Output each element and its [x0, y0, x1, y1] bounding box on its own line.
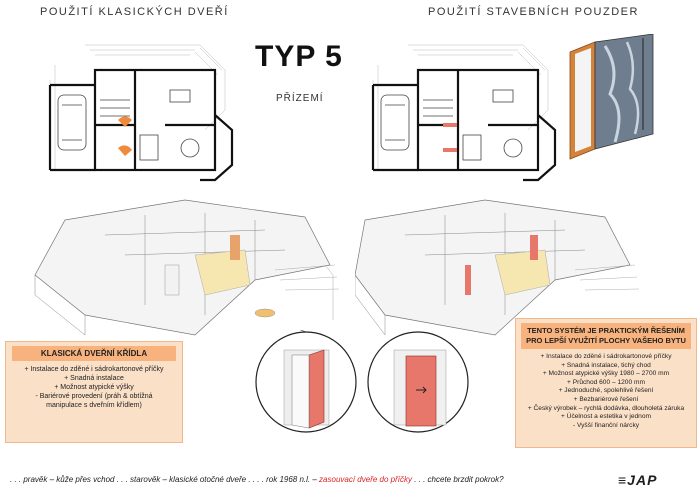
pocket-system-title-line2: PRO LEPŠÍ VYUŽITÍ PLOCHY VAŠEHO BYTU: [526, 336, 686, 345]
classic-doors-info-box: KLASICKÁ DVEŘNÍ KŘÍDLA + Instalace do zd…: [5, 341, 183, 443]
right-floor-plan: [371, 44, 557, 182]
classic-doors-item: + Možnost atypické výšky: [54, 384, 134, 391]
pocket-system-item: + Snadná instalace, tichý chod: [561, 361, 651, 369]
pocket-door-marker-1: [443, 123, 457, 127]
classic-doors-item: + Instalace do zděné i sádrokartonové př…: [24, 366, 164, 373]
pocket-system-item: + Průchod 600 – 1200 mm: [567, 378, 645, 386]
classic-doors-item: manipulace s dveřním křídlem): [46, 402, 142, 409]
jap-logo: ≡JAP: [618, 472, 658, 488]
pocket-system-item: + Bezbariérové řešení: [573, 395, 639, 403]
pocket-system-item: + Možnost atypické výšky 1980 – 2700 mm: [542, 370, 670, 378]
type-title: TYP 5: [255, 40, 343, 73]
classic-doors-item: + Snadná instalace: [64, 375, 124, 382]
left-floor-plan: [48, 44, 234, 182]
pocket-system-title-line1: TENTO SYSTÉM JE PRAKTICKÝM ŘEŠENÍM: [527, 326, 685, 335]
pocket-system-item: + Jednoduché, spolehlivé řešení: [558, 387, 654, 395]
right-door-detail: [367, 331, 469, 433]
footer-part3: . . . chcete brzdit pokrok?: [411, 475, 504, 484]
classic-doors-item: - Bariérové provedení (práh & obtížná: [35, 393, 153, 400]
door-swing-marker-1: [118, 116, 132, 127]
pocket-system-item: + Instalace do zděné i sádrokartonové př…: [540, 353, 672, 360]
floor-label: PŘÍZEMÍ: [276, 93, 324, 104]
footer-part1: . . . pravěk – kůže přes vchod . . . sta…: [10, 475, 320, 484]
pocket-system-title: TENTO SYSTÉM JE PRAKTICKÝM ŘEŠENÍM PRO L…: [521, 323, 691, 349]
classic-doors-title: KLASICKÁ DVEŘNÍ KŘÍDLA: [12, 346, 176, 361]
door-swing-marker-2: [118, 145, 132, 156]
pocket-system-item: - Vyšší finanční nárcky: [572, 421, 640, 429]
pocket-door-illustration: [569, 34, 654, 160]
left-door-detail: [255, 330, 357, 433]
pocket-system-info-box: TENTO SYSTÉM JE PRAKTICKÝM ŘEŠENÍM PRO L…: [515, 318, 697, 448]
pocket-system-item: + Český výrobek – rychlá dodávka, dlouho…: [527, 404, 685, 412]
right-house-cutaway: [355, 199, 640, 336]
left-house-cutaway: [34, 199, 340, 336]
footer-highlight: zasouvací dveře do příčky: [319, 475, 412, 484]
pocket-door-marker-2: [443, 148, 457, 152]
left-header: POUŽITÍ KLASICKÝCH DVEŘÍ: [40, 6, 229, 18]
right-header: POUŽITÍ STAVEBNÍCH POUZDER: [428, 6, 639, 18]
footer-tagline: . . . pravěk – kůže přes vchod . . . sta…: [10, 475, 504, 484]
pocket-system-item: + Účelnost a estetika v jednom: [561, 413, 651, 421]
